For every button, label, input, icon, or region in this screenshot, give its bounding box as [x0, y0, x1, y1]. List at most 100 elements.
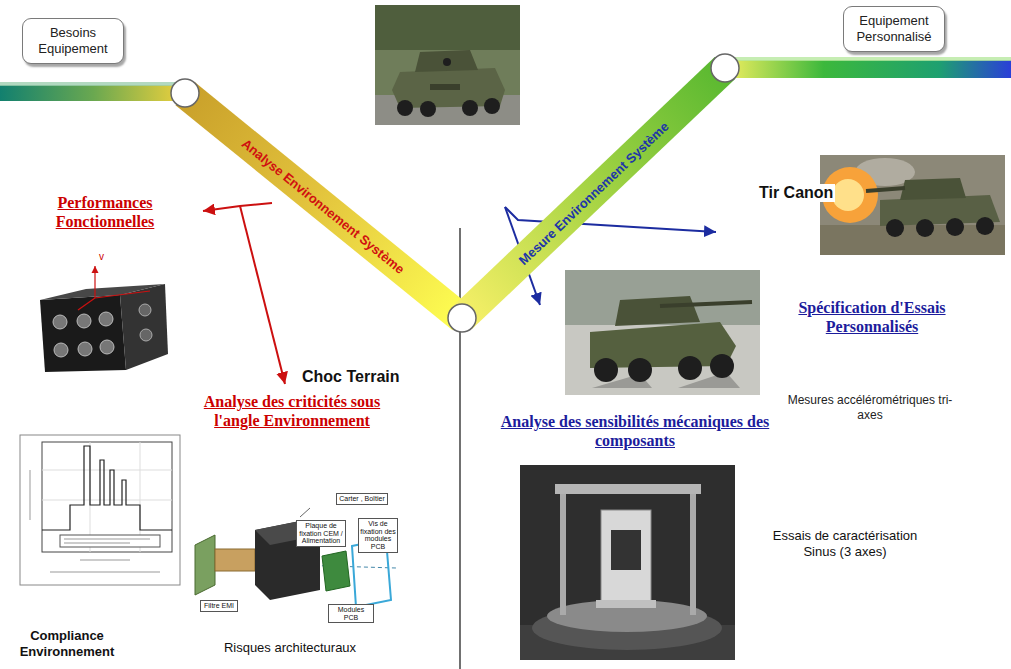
electronic-unit-picture-part	[120, 284, 168, 370]
picture-caption: Mesures accélérométriques tri-axes	[775, 393, 965, 423]
electronic-unit-picture-part	[78, 298, 95, 310]
electronic-unit-picture-part	[94, 266, 95, 298]
gun-fire-photo-part	[866, 188, 905, 191]
electronic-unit-picture-part	[140, 329, 152, 341]
right-bar	[723, 57, 1011, 78]
junction-circle-part	[448, 304, 476, 332]
box-label: Equipement Personnalisé	[850, 13, 938, 46]
section-heading: Analyse des sensibilités mécaniques des …	[500, 412, 770, 450]
ramp-test-photo-part	[594, 358, 618, 382]
electronic-unit-picture	[40, 266, 168, 372]
box-label: Besoins Equipement	[29, 25, 117, 58]
electronic-unit-picture-part	[54, 343, 68, 357]
right-bar-part	[723, 57, 1011, 61]
gun-fire-photo-part	[820, 155, 1005, 255]
section-heading: Spécification d'Essais Personnalisés	[772, 298, 972, 336]
vehicle-photo-part	[415, 50, 478, 72]
process-box: Besoins Equipement	[22, 18, 124, 64]
electronic-unit-picture-part	[139, 304, 151, 316]
vehicle-photo-part	[484, 98, 500, 114]
part-name: Modules PCB	[328, 604, 374, 623]
gun-fire-photo	[820, 155, 1005, 255]
spectrum-chart-picture-part	[64, 539, 150, 540]
gun-fire-photo-part	[886, 219, 904, 237]
axis-letter: v	[99, 251, 104, 262]
exploded-view-picture-part	[215, 549, 255, 571]
part-name: Plaque de fixation CEM / Alimentation	[296, 520, 346, 547]
spectrum-chart-picture-part	[20, 435, 180, 585]
part-name: Vis de fixation des modules PCB	[358, 518, 398, 553]
ramp-test-photo-part	[565, 270, 760, 325]
spectrum-chart-picture-part	[42, 442, 172, 552]
picture-caption: Essais de caractérisation Sinus (3 axes)	[760, 528, 930, 559]
gun-fire-photo-part	[976, 217, 994, 235]
ramp-test-photo-part	[565, 270, 760, 395]
shaker-photo-part	[547, 600, 707, 632]
vehicle-photo-part	[430, 84, 460, 90]
ramp-test-photo	[565, 270, 760, 395]
spectrum-chart-picture-part	[30, 470, 31, 520]
shaker-photo	[520, 465, 735, 660]
shaker-photo-part	[555, 484, 701, 494]
v-cycle-band: Analyse Environnement Système	[176, 81, 472, 329]
spectrum-chart-picture-part	[60, 535, 160, 547]
ramp-test-photo-part	[660, 302, 752, 306]
electronic-unit-picture-part	[40, 284, 165, 300]
vehicle-photo-part	[443, 58, 451, 66]
vehicle-photo-part	[462, 100, 478, 116]
vehicle-photo-part	[375, 5, 520, 50]
shaker-photo-part	[601, 510, 651, 606]
red-arrows-part	[203, 203, 272, 211]
red-arrows-part	[240, 206, 285, 384]
gun-fire-photo-part	[832, 179, 864, 211]
part-name: Filtre EMI	[200, 600, 238, 612]
gun-fire-photo-part	[946, 218, 964, 236]
exploded-view-picture-part	[300, 508, 310, 517]
event-label: Tir Canon	[757, 184, 835, 202]
shaker-photo-part	[611, 530, 641, 570]
spectrum-chart-picture-part	[50, 572, 160, 573]
spectrum-chart-picture-part	[80, 560, 130, 561]
electronic-unit-picture-part	[95, 291, 150, 298]
electronic-unit-picture-part	[100, 340, 114, 354]
vehicle-photo	[375, 5, 520, 125]
ramp-test-photo-part	[710, 354, 734, 378]
red-arrows	[203, 203, 285, 384]
spectrum-chart-picture-part	[64, 543, 130, 544]
junction-circle-part	[711, 54, 739, 82]
electronic-unit-picture-part	[40, 295, 126, 372]
electronic-unit-picture-part	[77, 314, 91, 328]
left-bar-part	[0, 85, 187, 101]
vehicle-photo-part	[420, 101, 436, 117]
ramp-test-photo-part	[678, 356, 702, 380]
spectrum-chart-picture-part	[42, 500, 172, 501]
right-bar-part	[723, 60, 1011, 78]
vehicle-photo-part	[397, 100, 413, 116]
section-heading: Analyse des criticités sous l'angle Envi…	[182, 392, 402, 430]
junction-circle-part	[171, 79, 199, 107]
shaker-photo-part	[520, 465, 735, 660]
section-heading: Performances Fonctionnelles	[25, 193, 185, 231]
process-box: Equipement Personnalisé	[843, 6, 945, 52]
shaker-photo-part	[596, 600, 656, 608]
exploded-view-picture-part	[322, 551, 350, 591]
spectrum-chart-picture-part	[42, 446, 172, 530]
exploded-view-picture-part	[195, 535, 215, 595]
shaker-photo-part	[690, 490, 696, 615]
picture-caption: Risques architecturaux	[200, 640, 380, 656]
picture-caption: Compliance Environnement	[12, 628, 122, 659]
divider-line	[459, 228, 460, 669]
v-cycle-band: Mesure Environnement Système	[452, 57, 736, 329]
band-label: Mesure Environnement Système	[516, 118, 672, 267]
electronic-unit-picture-part	[99, 312, 113, 326]
electronic-unit-picture-part	[78, 342, 92, 356]
vehicle-photo-part	[375, 5, 520, 125]
part-name: Carter , Boîtier	[336, 493, 388, 505]
spectrum-chart-picture	[20, 435, 180, 585]
ramp-test-photo-part	[615, 296, 700, 326]
junction-circle	[171, 54, 739, 332]
left-bar-part	[0, 82, 190, 86]
spectrum-chart-picture-part	[42, 470, 172, 471]
ramp-test-photo-part	[628, 358, 652, 382]
